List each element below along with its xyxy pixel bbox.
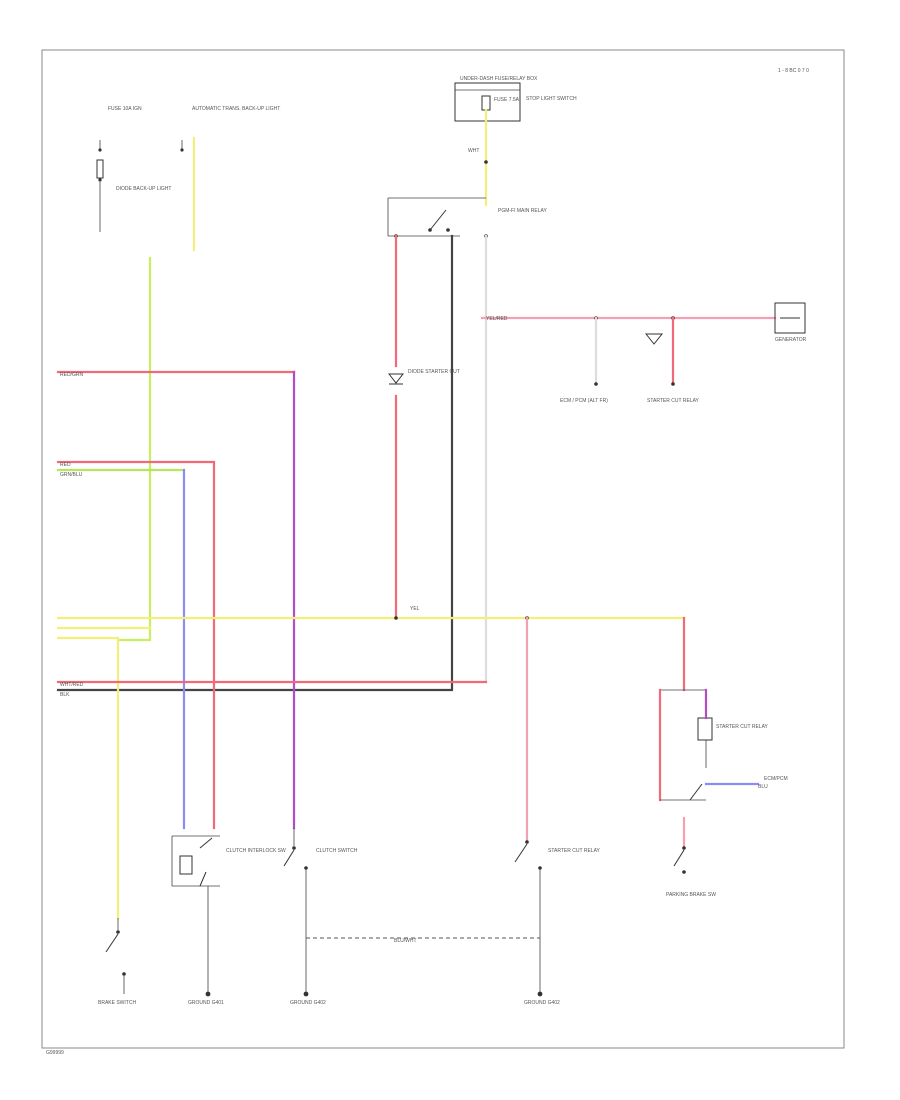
- back-up-light-switch: BRAKE SWITCH: [98, 918, 136, 1006]
- label-starter-relay-sw: STARTER CUT RELAY: [716, 724, 769, 730]
- label-generator: GENERATOR: [775, 337, 807, 343]
- clutch-switch: CLUTCH SWITCH GROUND G402: [283, 828, 358, 1006]
- wire-label-6: BLU: [758, 784, 768, 790]
- label-gnd-a: ECM / PCM (ALT FR): [560, 398, 608, 404]
- label-diode-mid: DIODE STARTER CUT: [408, 369, 460, 375]
- label-fuse-main: FUSE 7.5A: [494, 97, 520, 103]
- wire-label-5: BLK: [60, 692, 70, 698]
- fuse-left2-group: AUTOMATIC TRANS. BACK-UP LIGHT: [180, 106, 280, 152]
- label-fuse-note: STOP LIGHT SWITCH: [526, 96, 577, 102]
- label-ecm-conn: ECM/PCM: [764, 776, 788, 782]
- wire-label-9: WHT/RED: [60, 682, 84, 688]
- label-fuse-tl: FUSE 10A IGN: [108, 106, 142, 112]
- wire-label-10: BLU/WHT: [394, 938, 417, 944]
- park-brake-switch: PARKING BRAKE SW: [666, 846, 716, 898]
- label-clutch-interlock: CLUTCH INTERLOCK SW: [226, 848, 286, 854]
- generator: GENERATOR: [774, 302, 807, 343]
- diode-right-mark: [644, 333, 664, 345]
- label-gnd-b: STARTER CUT RELAY: [647, 398, 700, 404]
- starter-cut-switch: STARTER CUT RELAY GROUND G402: [514, 840, 601, 1006]
- label-starter-cut-switch: STARTER CUT RELAY: [548, 848, 601, 854]
- label-fuse-tl2: AUTOMATIC TRANS. BACK-UP LIGHT: [192, 106, 280, 112]
- wire-label-1: WHT: [468, 148, 479, 154]
- wire-red-mid: [56, 460, 216, 830]
- corner-label: 1 - 8 BC 0 7 0: [778, 68, 809, 74]
- wire-label-4: GRN/BLU: [60, 472, 83, 478]
- figure-id: G99999: [46, 1050, 64, 1056]
- clutch-interlock-relay: CLUTCH INTERLOCK SW GROUND G401: [171, 835, 286, 1006]
- fuse-left-group: FUSE 10A IGN DIODE BACK-UP LIGHT: [96, 106, 171, 232]
- fuse-box: UNDER-DASH FUSE/RELAY BOX FUSE 7.5A STOP…: [454, 76, 577, 122]
- diagram-frame: [41, 49, 845, 1049]
- starter-relay-group: STARTER CUT RELAY ECM/PCM: [658, 688, 788, 802]
- wire-label-2: RED/GRN: [60, 372, 83, 378]
- label-relay: PGM-FI MAIN RELAY: [498, 208, 547, 214]
- label-fuse-box: UNDER-DASH FUSE/RELAY BOX: [460, 76, 538, 82]
- diode-mid: DIODE STARTER CUT: [387, 369, 460, 385]
- relay-block: PGM-FI MAIN RELAY: [387, 197, 547, 238]
- wire-black-relay-down: [56, 234, 454, 692]
- wire-label-3: YEL: [410, 606, 420, 612]
- label-park-sw: PARKING BRAKE SW: [666, 892, 716, 898]
- label-ground-b: GROUND G402: [290, 1000, 326, 1006]
- label-clutch-sw: CLUTCH SWITCH: [316, 848, 358, 854]
- wire-label-8: YEL/RED: [486, 316, 508, 322]
- wire-label-7: RED: [60, 462, 71, 468]
- wire-yellow-green-vertical: [116, 256, 152, 642]
- label-ground-c: GROUND G402: [524, 1000, 560, 1006]
- label-diode-left: DIODE BACK-UP LIGHT: [116, 186, 171, 192]
- label-brake-sw: BRAKE SWITCH: [98, 1000, 136, 1006]
- label-ground-a: GROUND G401: [188, 1000, 224, 1006]
